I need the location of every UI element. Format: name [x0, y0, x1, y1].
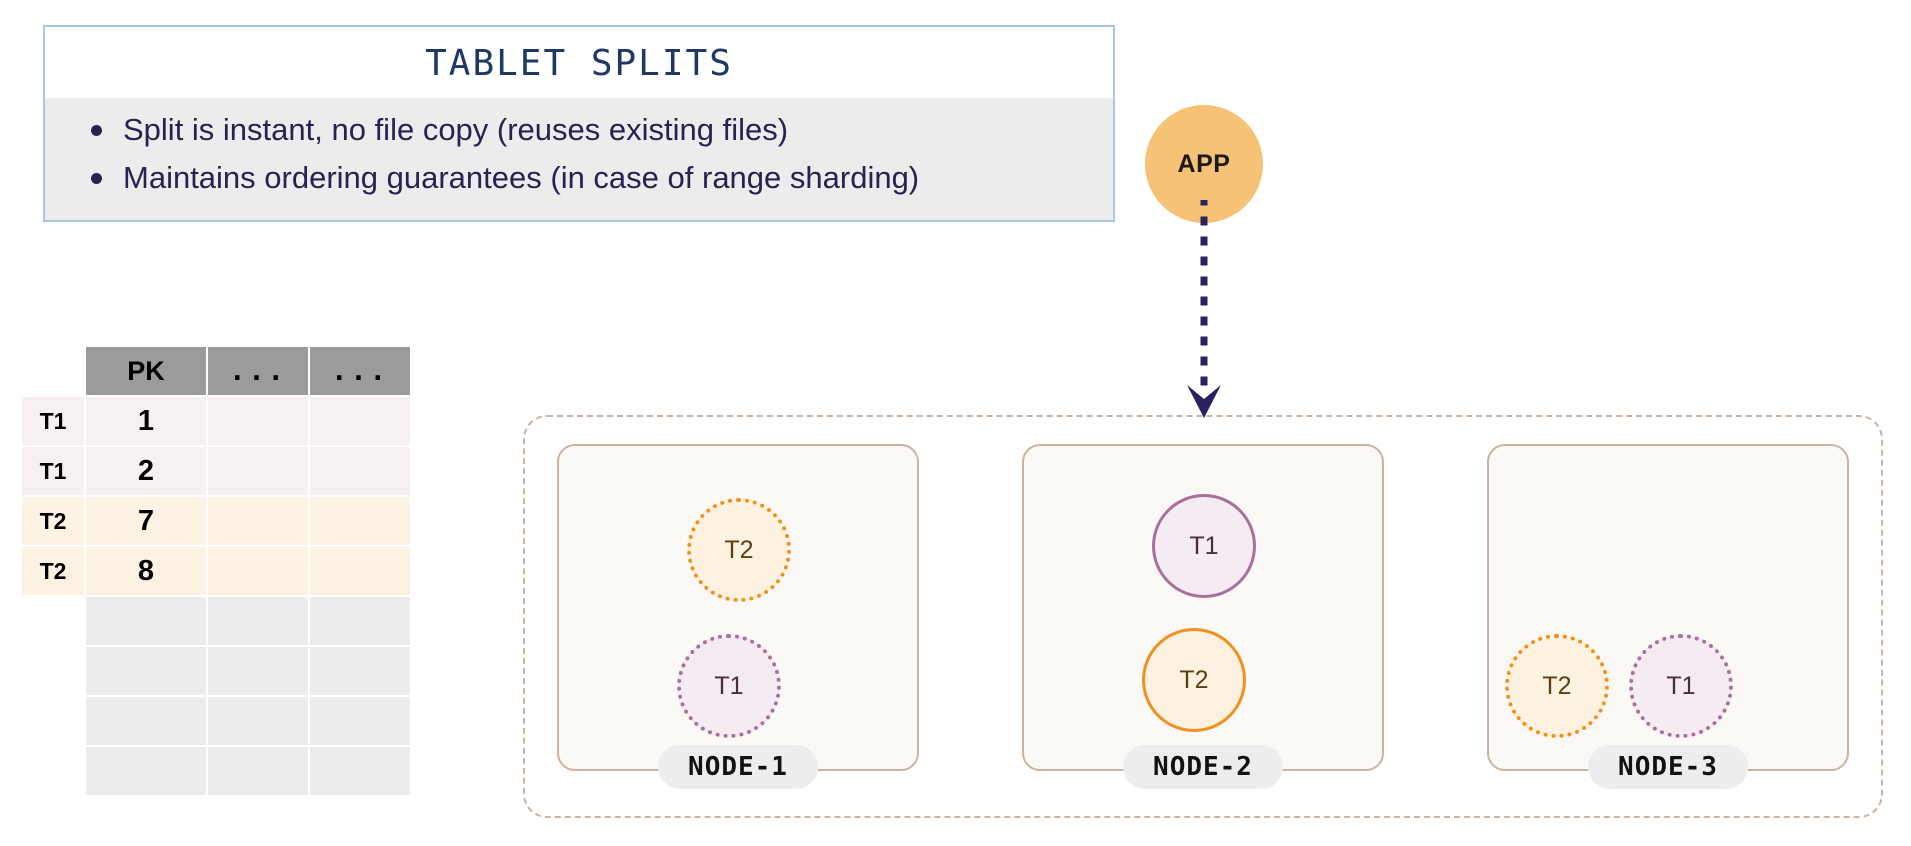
table-col-2-header: ... [208, 347, 308, 395]
table-row-tag: T2 [22, 497, 84, 545]
list-item: Split is instant, no file copy (reuses e… [63, 108, 1095, 152]
table-cell-col2 [208, 647, 308, 695]
table-cell-col2 [208, 547, 308, 595]
table-row [22, 597, 410, 645]
notes-bullet-list: Split is instant, no file copy (reuses e… [63, 108, 1095, 200]
table-cell-pk: 7 [86, 497, 206, 545]
tablet-t1-on-node-1[interactable]: T1 [677, 634, 781, 738]
table-cell-col3 [310, 747, 410, 795]
tablet-t1-on-node-2[interactable]: T1 [1152, 494, 1256, 598]
table-cell-pk: 1 [86, 397, 206, 445]
tablet-t1-on-node-3[interactable]: T1 [1629, 634, 1733, 738]
table-row-tag [22, 697, 84, 745]
table-cell-col3 [310, 447, 410, 495]
table-cell-pk [86, 597, 206, 645]
table-cell-col3 [310, 497, 410, 545]
tablet-label: T1 [1189, 531, 1219, 560]
table-cell-col3 [310, 597, 410, 645]
tablet-t2-on-node-3[interactable]: T2 [1505, 634, 1609, 738]
table-row-tag: T1 [22, 397, 84, 445]
notes-body: Split is instant, no file copy (reuses e… [45, 98, 1113, 221]
table-row-tag: T1 [22, 447, 84, 495]
table-cell-col3 [310, 397, 410, 445]
table-col-pk-header: PK [86, 347, 206, 395]
notes-callout: TABLET SPLITS Split is instant, no file … [43, 25, 1115, 223]
table-cell-col3 [310, 647, 410, 695]
table-row [22, 647, 410, 695]
tablet-t2-on-node-1[interactable]: T2 [687, 498, 791, 602]
tablet-t2-on-node-2[interactable]: T2 [1142, 628, 1246, 732]
table-cell-col2 [208, 697, 308, 745]
table-cell-pk [86, 697, 206, 745]
node-label: NODE-2 [1123, 745, 1283, 789]
table-cell-col2 [208, 597, 308, 645]
table-cell-col2 [208, 747, 308, 795]
table-cell-pk [86, 747, 206, 795]
tablet-label: T2 [1542, 671, 1572, 700]
table-col-tag-header [22, 347, 84, 395]
table-header: PK ... ... [22, 347, 410, 395]
table-row-tag [22, 647, 84, 695]
tablet-label: T1 [1666, 671, 1696, 700]
table-cell-col3 [310, 697, 410, 745]
table-row-tag: T2 [22, 547, 84, 595]
table-header-row: PK ... ... [22, 347, 410, 395]
table-row-tag [22, 747, 84, 795]
app-node-label: APP [1177, 149, 1231, 178]
table-cell-col2 [208, 497, 308, 545]
node-label: NODE-3 [1588, 745, 1748, 789]
tablet-label: T2 [1179, 665, 1209, 694]
page-title: TABLET SPLITS [45, 27, 1113, 98]
table-cell-col2 [208, 447, 308, 495]
table-row [22, 697, 410, 745]
table-cell-pk: 8 [86, 547, 206, 595]
table-cell-col2 [208, 397, 308, 445]
node-label: NODE-1 [658, 745, 818, 789]
tablet-label: T2 [724, 535, 754, 564]
table-col-3-header: ... [310, 347, 410, 395]
tablet-label: T1 [714, 671, 744, 700]
table-row [22, 747, 410, 795]
table-cell-col3 [310, 547, 410, 595]
app-to-cluster-arrow-icon [1187, 200, 1221, 418]
table-cell-pk [86, 647, 206, 695]
table-cell-pk: 2 [86, 447, 206, 495]
table-row-tag [22, 597, 84, 645]
list-item: Maintains ordering guarantees (in case o… [63, 156, 1095, 200]
